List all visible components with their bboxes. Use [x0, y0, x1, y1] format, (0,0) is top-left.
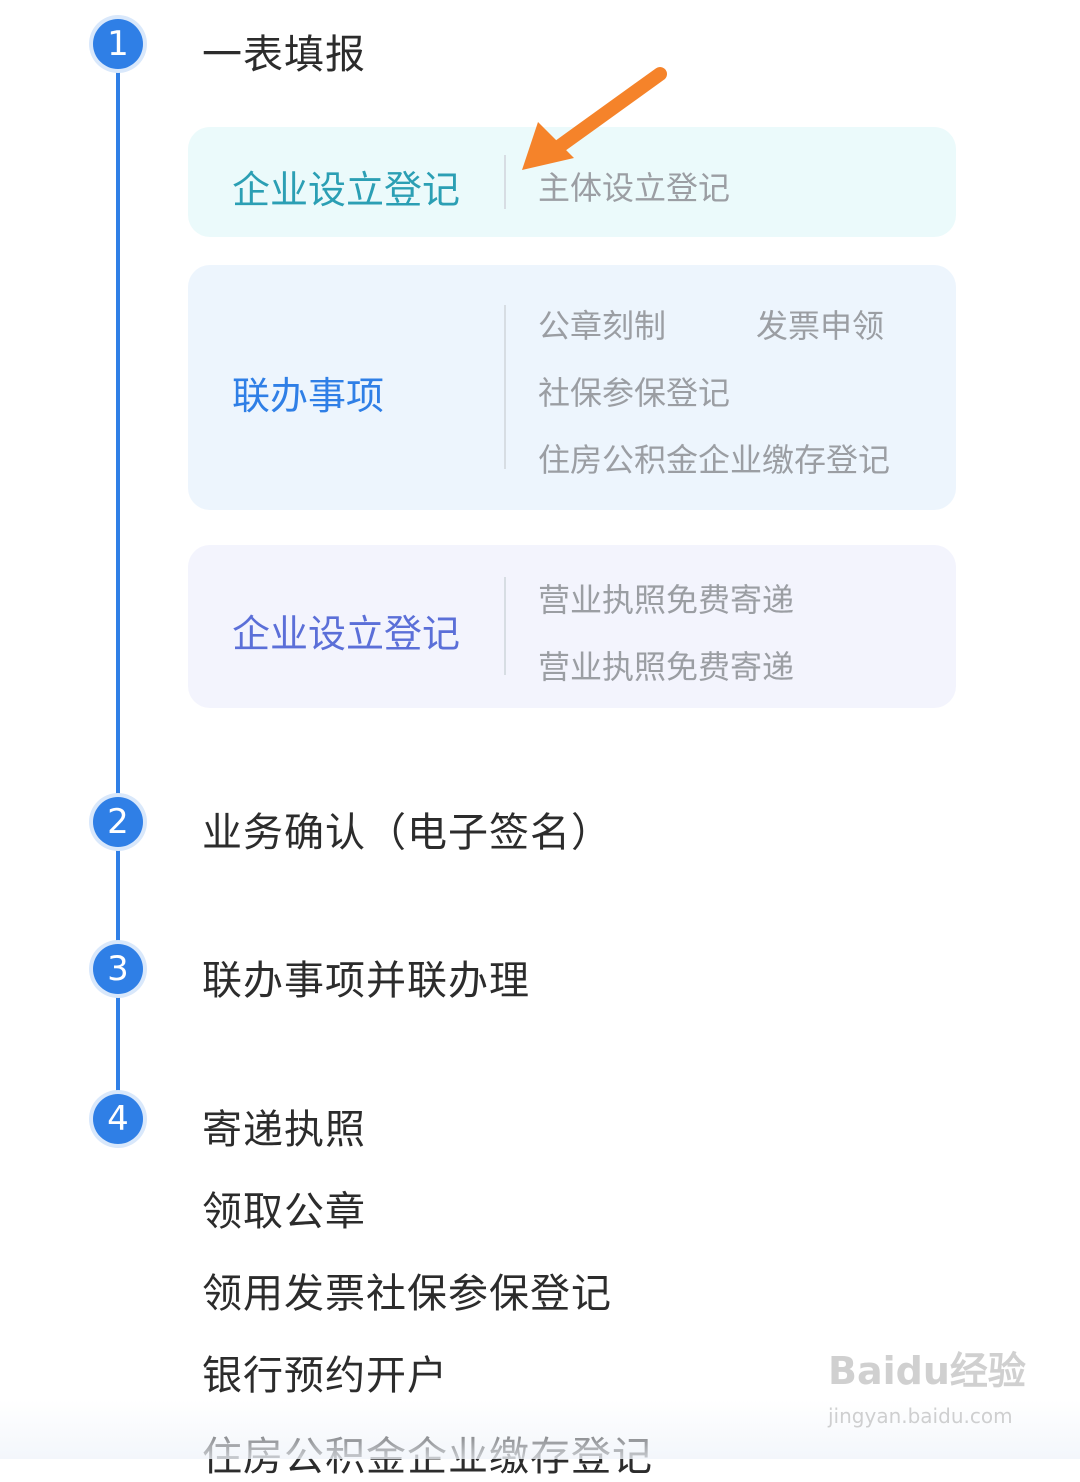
step-1-title: 一表填报	[202, 32, 366, 78]
card-label: 企业设立登记	[232, 612, 461, 656]
card-divider	[504, 577, 506, 675]
delivery-item-seal: 领取公章	[202, 1189, 366, 1235]
delivery-item-bank: 银行预约开户	[202, 1353, 448, 1399]
card-divider	[504, 155, 506, 209]
card-joint-matters[interactable]: 联办事项 公章刻制 发票申领 社保参保登记 住房公积金企业缴存登记	[188, 265, 956, 510]
step-3-title: 联办事项并联办理	[202, 958, 530, 1004]
card-item-housing-fund: 住房公积金企业缴存登记	[538, 441, 891, 479]
card-divider	[504, 305, 506, 469]
watermark-logo: Baidu经验	[828, 1349, 1026, 1393]
baidu-watermark: Baidu经验 jingyan.baidu.com	[828, 1340, 1028, 1435]
step-1-badge: 1	[93, 19, 143, 69]
step-3-badge: 3	[93, 944, 143, 994]
card-item-seal: 公章刻制	[538, 307, 667, 345]
bottom-fade	[0, 1400, 1080, 1459]
step-4-badge: 4	[93, 1094, 143, 1144]
card-label: 企业设立登记	[232, 168, 461, 212]
card-label: 联办事项	[232, 374, 385, 418]
card-item: 主体设立登记	[538, 169, 731, 207]
card-license-delivery[interactable]: 企业设立登记 营业执照免费寄递 营业执照免费寄递	[188, 545, 956, 708]
step-2-badge: 2	[93, 797, 143, 847]
card-item-invoice: 发票申领	[756, 307, 885, 345]
timeline-line	[116, 44, 120, 1120]
step-2-title: 业务确认（电子签名）	[202, 810, 612, 856]
card-item: 营业执照免费寄递	[538, 581, 795, 619]
card-item-social-security: 社保参保登记	[538, 374, 731, 412]
delivery-item-invoice: 领用发票社保参保登记	[202, 1271, 612, 1317]
card-item: 营业执照免费寄递	[538, 648, 795, 686]
step-4-title: 寄递执照	[202, 1107, 366, 1153]
watermark-url: jingyan.baidu.com	[828, 1404, 1013, 1428]
